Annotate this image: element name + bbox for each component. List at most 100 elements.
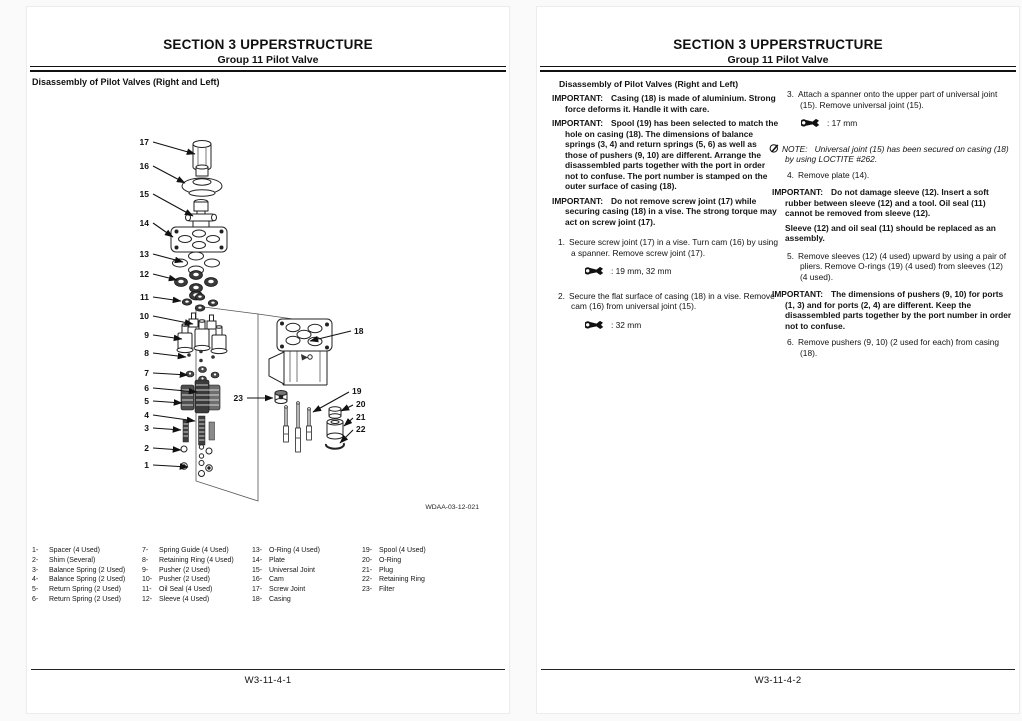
footer-rule — [541, 669, 1015, 670]
wrench-size-row: : 19 mm, 32 mm — [585, 266, 780, 277]
important-note: IMPORTANT:Casing (18) is made of alumini… — [552, 93, 780, 114]
wrench-size-value: : 17 mm — [827, 118, 858, 128]
important-text: Do not damage sleeve (12). Insert a soft… — [785, 187, 989, 218]
parts-item: 6-Return Spring (2 Used) — [32, 595, 142, 605]
step-number: 6. — [787, 337, 794, 347]
callout-label: 3 — [144, 423, 149, 433]
parts-item: 12-Sleeve (4 Used) — [142, 595, 252, 605]
procedure-step: 3.Attach a spanner onto the upper part o… — [787, 89, 1012, 110]
part-number: 1- — [32, 547, 39, 554]
diagram-sheet-plane — [195, 305, 294, 502]
important-note: IMPORTANT:Do not damage sleeve (12). Ins… — [772, 187, 1012, 244]
part-number: 8- — [142, 556, 149, 564]
part-number: 7- — [142, 547, 149, 554]
step-text: Attach a spanner onto the upper part of … — [798, 89, 998, 110]
callout-label: 10 — [140, 311, 150, 321]
callout-label: 4 — [144, 410, 149, 420]
pen-note-icon — [769, 143, 779, 153]
callout-label: 12 — [140, 269, 150, 279]
part-number: 13- — [252, 547, 263, 554]
wrench-icon — [585, 320, 604, 329]
parts-item: 21- Plug — [362, 566, 472, 576]
part-name: Retaining Ring (4 Used) — [159, 556, 234, 564]
wrench-size-value: : 32 mm — [611, 319, 642, 330]
text-column-right: 3.Attach a spanner onto the upper part o… — [769, 89, 1012, 362]
parts-list: 1-Spacer (4 Used) 2-Shim (Several) 3-Bal… — [32, 546, 507, 605]
callout-label: 20 — [356, 399, 366, 409]
parts-column-1: 1-Spacer (4 Used) 2-Shim (Several) 3-Bal… — [32, 546, 142, 605]
part-name: Sleeve (4 Used) — [159, 595, 210, 603]
step-number: 5. — [787, 250, 794, 261]
important-label: IMPORTANT: — [552, 118, 604, 128]
part-number: 10- — [142, 576, 153, 584]
note-block: NOTE:Universal joint (15) has been secur… — [769, 143, 1012, 165]
wrench-icon — [801, 119, 820, 128]
parts-item: 16-Cam — [252, 575, 362, 585]
parts-item: 22-Retaining Ring — [362, 575, 472, 585]
part-name: Plate — [269, 556, 285, 564]
callout-label: 16 — [140, 161, 150, 171]
procedure-step: 4.Remove plate (14). — [787, 170, 1012, 181]
part-name: Cam — [269, 576, 284, 584]
step-text: Remove pushers (9, 10) (2 used for each)… — [798, 337, 1000, 358]
important-label: IMPORTANT: — [772, 187, 824, 197]
part-name: Pusher (2 Used) — [159, 566, 210, 574]
callout-label: 21 — [356, 412, 366, 422]
important-text: Casing (18) is made of aluminium. Strong… — [565, 93, 776, 114]
callout-label: 2 — [144, 443, 149, 453]
important-text-continued: Sleeve (12) and oil seal (11) should be … — [785, 222, 996, 244]
part-name: O-Ring (4 Used) — [269, 547, 320, 554]
section-title: SECTION 3 UPPERSTRUCTURE — [673, 37, 883, 52]
note-label: NOTE: — [782, 143, 808, 154]
part-number: 9- — [142, 566, 149, 574]
header-rule — [30, 66, 506, 72]
section-title: SECTION 3 UPPERSTRUCTURE — [163, 37, 373, 52]
callout-label: 11 — [140, 292, 149, 302]
step-text: Remove plate (14). — [798, 169, 870, 180]
parts-item: 13- O-Ring (4 Used) — [252, 546, 362, 556]
part-name: Spring Guide (4 Used) — [159, 547, 229, 554]
part-name: Plug — [379, 566, 394, 574]
part-name: Universal Joint — [269, 566, 315, 574]
part-name: Retaining Ring — [379, 576, 425, 584]
important-note: IMPORTANT:Do not remove screw joint (17)… — [552, 196, 780, 228]
part-number: 4- — [32, 576, 39, 584]
callout-label: 23 — [234, 393, 244, 403]
procedure-step: 5.Remove sleeves (12) (4 used) upward by… — [787, 251, 1012, 283]
important-note: IMPORTANT:Spool (19) has been selected t… — [552, 118, 780, 192]
parts-item: 18-Casing — [252, 595, 362, 605]
parts-item: 1- Spacer (4 Used) — [32, 546, 142, 556]
part-name: Shim (Several) — [49, 556, 96, 564]
page-number: W3-11-4-1 — [244, 675, 292, 686]
part-number: 3- — [32, 566, 39, 574]
part-name: Return Spring (2 Used) — [49, 595, 121, 603]
step-number: 2. — [558, 290, 565, 301]
parts-item: 17-Screw Joint — [252, 585, 362, 595]
parts-item: 9- Pusher (2 Used) — [142, 566, 252, 576]
parts-item: 8- Retaining Ring (4 Used) — [142, 556, 252, 566]
header-rule — [540, 66, 1016, 72]
callout-label: 15 — [140, 189, 150, 199]
part-number: 21- — [362, 566, 373, 574]
part-name: Spacer (4 Used) — [49, 547, 100, 554]
wrench-size-row: : 17 mm — [801, 118, 1012, 129]
part-number: 14- — [252, 556, 263, 564]
group-subtitle: Group 11 Pilot Valve — [217, 54, 319, 66]
figure-code: WDAA-03-12-021 — [425, 504, 479, 511]
parts-item: 15-Universal Joint — [252, 566, 362, 576]
callout-label: 1 — [144, 460, 149, 470]
part-number: 5- — [32, 586, 39, 594]
callout-label: 19 — [352, 386, 362, 396]
part-name: Oil Seal (4 Used) — [159, 586, 213, 594]
parts-item: 20-O-Ring — [362, 556, 472, 566]
part-number: 17- — [252, 586, 263, 594]
diagram-shapes — [170, 140, 345, 477]
part-name: Balance Spring (2 Used) — [49, 566, 126, 574]
wrench-size-row: : 32 mm — [585, 320, 780, 331]
parts-column-4: 19-Spool (4 Used) 20-O-Ring 21-Plug 22-R… — [362, 546, 472, 605]
parts-item: 11-Oil Seal (4 Used) — [142, 585, 252, 595]
callout-label: 6 — [144, 383, 149, 393]
part-name: Pusher (2 Used) — [159, 576, 210, 584]
callout-label: 17 — [140, 137, 150, 147]
page-number: W3-11-4-2 — [754, 675, 802, 686]
